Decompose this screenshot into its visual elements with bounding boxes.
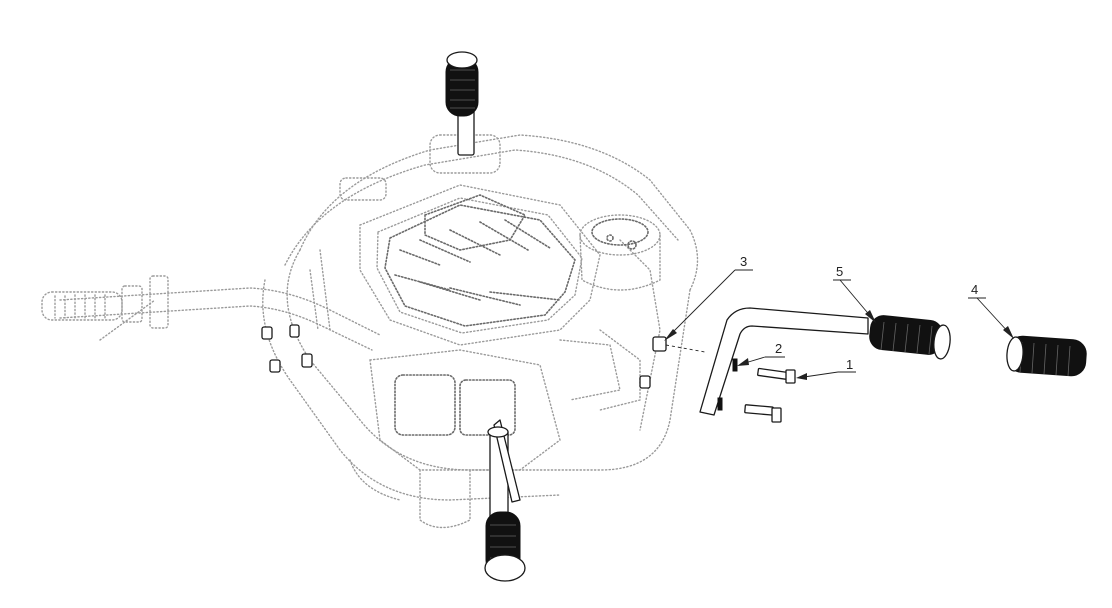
part-2-pin bbox=[717, 358, 738, 411]
leader-lines bbox=[664, 269, 1014, 380]
part-1-bolt bbox=[744, 367, 796, 423]
part-3-nut bbox=[652, 336, 706, 353]
callout-5: 5 bbox=[836, 264, 843, 279]
callout-labels: 3 5 4 2 1 bbox=[740, 254, 978, 372]
top-handle bbox=[445, 51, 479, 156]
phantom-machine-frame bbox=[41, 134, 699, 529]
frame-nuts bbox=[261, 324, 651, 389]
bottom-handle bbox=[484, 419, 526, 582]
callout-2: 2 bbox=[775, 341, 782, 356]
part-4-grip bbox=[1006, 335, 1087, 377]
part-5-bent-handle bbox=[699, 307, 951, 416]
callout-1: 1 bbox=[846, 357, 853, 372]
callout-3: 3 bbox=[740, 254, 747, 269]
callout-4: 4 bbox=[971, 282, 978, 297]
